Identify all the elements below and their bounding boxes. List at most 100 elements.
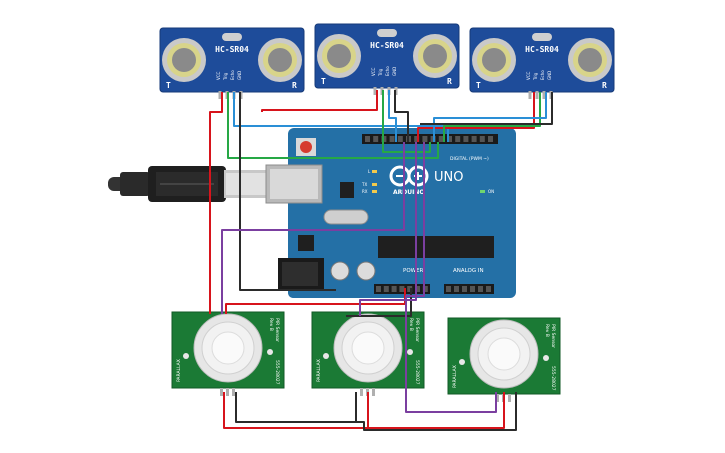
pir-label: PIR Sensor <box>414 318 420 342</box>
sensor-pin[interactable] <box>220 388 223 396</box>
analog-header <box>444 284 494 294</box>
header-pin[interactable] <box>422 136 428 142</box>
crystal <box>532 33 552 41</box>
pir-label: Rev B <box>544 324 550 337</box>
header-pin[interactable] <box>470 286 475 292</box>
sensor-pin[interactable] <box>360 388 363 396</box>
pir-hole <box>323 353 329 359</box>
wire-black[interactable] <box>239 92 336 291</box>
capacitor <box>356 261 376 281</box>
pir-label: Rev B <box>408 318 414 331</box>
sensor-pin[interactable] <box>226 388 229 396</box>
capacitor <box>330 261 350 281</box>
wire-red[interactable] <box>209 92 223 314</box>
corner-label: R <box>292 81 297 90</box>
header-pin[interactable] <box>376 286 381 292</box>
pin-label: Echo <box>230 70 235 80</box>
sensor-model-label: HC-SR04 <box>525 45 559 54</box>
header-pin[interactable] <box>391 286 397 292</box>
pir-brand: PARALLAX <box>176 359 182 382</box>
header-pin[interactable] <box>486 286 491 292</box>
sensor-pin[interactable] <box>528 91 532 99</box>
wire-red[interactable] <box>368 392 505 429</box>
analog-label: ANALOG IN <box>453 268 484 274</box>
header-pin[interactable] <box>478 286 483 292</box>
sensor-pin[interactable] <box>373 87 377 95</box>
sensor-model-label: HC-SR04 <box>370 41 404 50</box>
pir-label: PIR Sensor <box>550 324 556 348</box>
wire-blue[interactable] <box>233 92 449 142</box>
on-led-label: ON <box>488 189 494 194</box>
digital-header <box>362 134 498 144</box>
pin-label: GND <box>392 67 397 76</box>
wire-black[interactable] <box>420 92 553 125</box>
wire-green[interactable] <box>382 90 431 153</box>
wire-green[interactable] <box>443 92 541 142</box>
usb-cable <box>108 166 268 202</box>
header-pin[interactable] <box>383 286 389 292</box>
sensor-pin[interactable] <box>496 394 499 402</box>
header-pin[interactable] <box>462 286 467 292</box>
pir-hole <box>267 349 273 355</box>
wire-purple[interactable] <box>221 142 405 314</box>
sensor-pin[interactable] <box>218 91 222 99</box>
pir-hole <box>183 353 189 359</box>
header-pin[interactable] <box>399 286 405 292</box>
sensor-pin[interactable] <box>232 388 235 396</box>
wire-blue[interactable] <box>388 90 397 142</box>
wire-green[interactable] <box>227 92 439 159</box>
wire-black[interactable] <box>235 392 357 423</box>
header-pin[interactable] <box>365 136 370 142</box>
wire-black[interactable] <box>346 288 412 317</box>
sensor-pin[interactable] <box>508 394 511 402</box>
sensor-pin[interactable] <box>542 91 546 99</box>
pin-label: VCC <box>216 71 221 80</box>
atmega-chip <box>378 236 494 258</box>
l-led <box>372 170 377 173</box>
header-pin[interactable] <box>463 136 469 142</box>
corner-label: T <box>476 81 481 90</box>
corner-label: T <box>321 77 326 86</box>
wire-purple[interactable] <box>359 142 417 316</box>
sensor-pin[interactable] <box>535 91 539 99</box>
power-label: POWER <box>403 268 424 274</box>
header-pin[interactable] <box>397 136 403 142</box>
pin-label: GND <box>237 71 242 80</box>
pir-label: PIR Sensor <box>274 318 280 342</box>
sensor-model-label: HC-SR04 <box>215 45 249 54</box>
wire-red[interactable] <box>417 92 535 142</box>
header-pin[interactable] <box>488 136 493 142</box>
header-pin[interactable] <box>454 286 459 292</box>
header-pin[interactable] <box>455 136 461 142</box>
header-pin[interactable] <box>471 136 477 142</box>
header-pin[interactable] <box>479 136 485 142</box>
wire-red[interactable] <box>223 392 369 429</box>
header-pin[interactable] <box>422 286 428 292</box>
wire-blue[interactable] <box>433 92 547 142</box>
pin-label: Echo <box>540 70 545 80</box>
header-pin[interactable] <box>446 286 451 292</box>
wire-red[interactable] <box>261 90 378 112</box>
header-pin[interactable] <box>415 286 420 292</box>
pir-hole <box>459 359 465 365</box>
regulator <box>298 235 314 251</box>
header-pin[interactable] <box>414 136 420 142</box>
crystal <box>323 209 369 225</box>
header-pin[interactable] <box>389 136 395 142</box>
header-pin[interactable] <box>438 136 444 142</box>
wire-black[interactable] <box>394 90 409 142</box>
header-pin[interactable] <box>373 136 379 142</box>
arduino-uno-board: DIGITAL (PWM ~) ARDUINO UNO ON L TX RX <box>265 128 516 298</box>
wire-black[interactable] <box>356 392 517 431</box>
rx-led-label: RX <box>362 189 368 194</box>
header-pin[interactable] <box>407 286 413 292</box>
pir-part-number: 555-28027 <box>414 360 420 385</box>
header-pin[interactable] <box>447 136 452 142</box>
sensor-pin[interactable] <box>372 388 375 396</box>
wire-purple[interactable] <box>405 142 497 413</box>
